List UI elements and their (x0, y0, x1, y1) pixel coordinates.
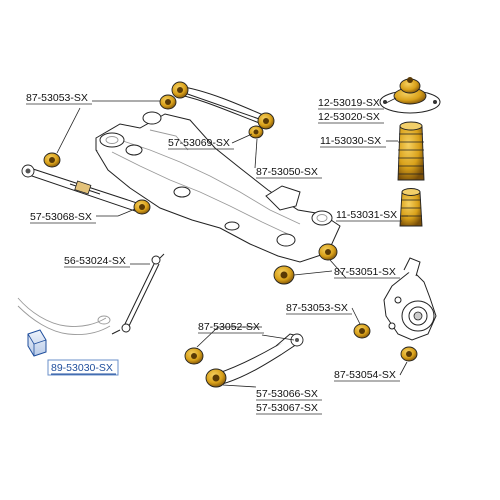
bushing-87-53050 (248, 125, 264, 139)
part-number-87-53052[interactable]: 87-53052-SX (198, 321, 260, 333)
bushing-87-53054 (400, 346, 418, 362)
bushing-87-53053-top (159, 94, 177, 110)
part-labels: 87-53053-SX 57-53069-SX 57-53068-SX 87-5… (26, 92, 402, 415)
part-number-89-53030-highlighted[interactable]: 89-53030-SX (51, 362, 113, 374)
part-number-11-53031[interactable]: 11-53031-SX (336, 209, 397, 221)
stabilizer-bushing-89-53030 (27, 329, 47, 357)
part-number-87-53050[interactable]: 87-53050-SX (256, 166, 318, 178)
part-number-57-53069[interactable]: 57-53069-SX (168, 137, 230, 149)
rear-knuckle (383, 257, 437, 341)
part-number-12-53020[interactable]: 12-53020-SX (318, 111, 380, 123)
strut-top-mount (379, 77, 441, 114)
part-number-87-53053-top[interactable]: 87-53053-SX (26, 92, 88, 104)
bushing-87-53053-right (353, 323, 371, 339)
part-number-57-53067[interactable]: 57-53067-SX (256, 402, 318, 414)
rear-subframe (95, 111, 341, 263)
part-number-87-53053-right[interactable]: 87-53053-SX (286, 302, 348, 314)
dust-boot (397, 121, 425, 181)
part-number-12-53019[interactable]: 12-53019-SX (318, 97, 380, 109)
bushing-87-53051 (273, 243, 338, 285)
lower-trailing-arm (205, 333, 304, 388)
leader-lines (56, 97, 408, 388)
stabilizer-link (111, 253, 165, 335)
stabilizer-bar (17, 297, 111, 335)
upper-control-arm (171, 81, 275, 130)
part-number-11-53030[interactable]: 11-53030-SX (320, 135, 381, 147)
lower-lateral-arm (21, 152, 151, 215)
bump-stop (399, 188, 423, 227)
highlight-box (47, 359, 119, 376)
bushing-87-53052 (184, 347, 204, 365)
part-number-87-53054[interactable]: 87-53054-SX (334, 369, 396, 381)
part-number-57-53068[interactable]: 57-53068-SX (30, 211, 92, 223)
part-number-87-53051[interactable]: 87-53051-SX (334, 266, 396, 278)
part-number-56-53024[interactable]: 56-53024-SX (64, 255, 126, 267)
part-number-57-53066[interactable]: 57-53066-SX (256, 388, 318, 400)
